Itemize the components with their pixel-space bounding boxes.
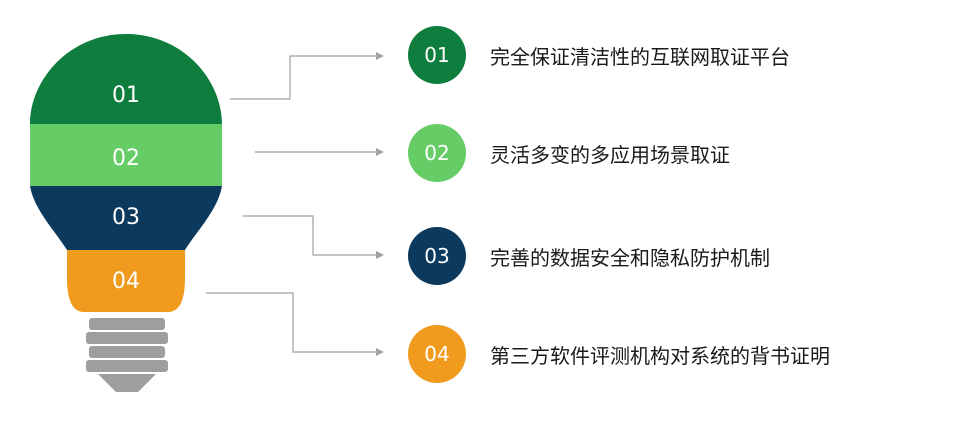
arrowhead-03 (376, 251, 384, 259)
connector-04 (206, 292, 376, 353)
connector-03 (243, 215, 376, 256)
list-item: 03 完善的数据安全和隐私防护机制 (408, 226, 928, 286)
list-item: 01 完全保证清洁性的互联网取证平台 (408, 25, 928, 85)
connector-01 (230, 55, 376, 100)
bulb-base (86, 318, 168, 392)
bulb-label-02: 02 (112, 146, 140, 171)
item-text-02: 灵活多变的多应用场景取证 (490, 142, 730, 167)
bulb-segment-01 (30, 34, 222, 124)
number-badge-03: 03 (408, 227, 466, 285)
arrowhead-01 (376, 52, 384, 60)
item-text-04: 第三方软件评测机构对系统的背书证明 (490, 343, 830, 368)
number-badge-01: 01 (408, 26, 466, 84)
bulb-label-03: 03 (112, 205, 140, 230)
bulb-label-04: 04 (112, 269, 140, 294)
item-text-03: 完善的数据安全和隐私防护机制 (490, 245, 770, 270)
list-item: 02 灵活多变的多应用场景取证 (408, 123, 928, 183)
bulb-segment-02 (30, 124, 222, 186)
arrowhead-04 (376, 348, 384, 356)
bulb-label-01: 01 (112, 83, 140, 108)
list-item: 04 第三方软件评测机构对系统的背书证明 (408, 324, 928, 384)
number-badge-04: 04 (408, 325, 466, 383)
item-text-01: 完全保证清洁性的互联网取证平台 (490, 44, 790, 69)
bulb-segment-03 (30, 186, 222, 250)
number-badge-02: 02 (408, 124, 466, 182)
arrowhead-02 (376, 148, 384, 156)
